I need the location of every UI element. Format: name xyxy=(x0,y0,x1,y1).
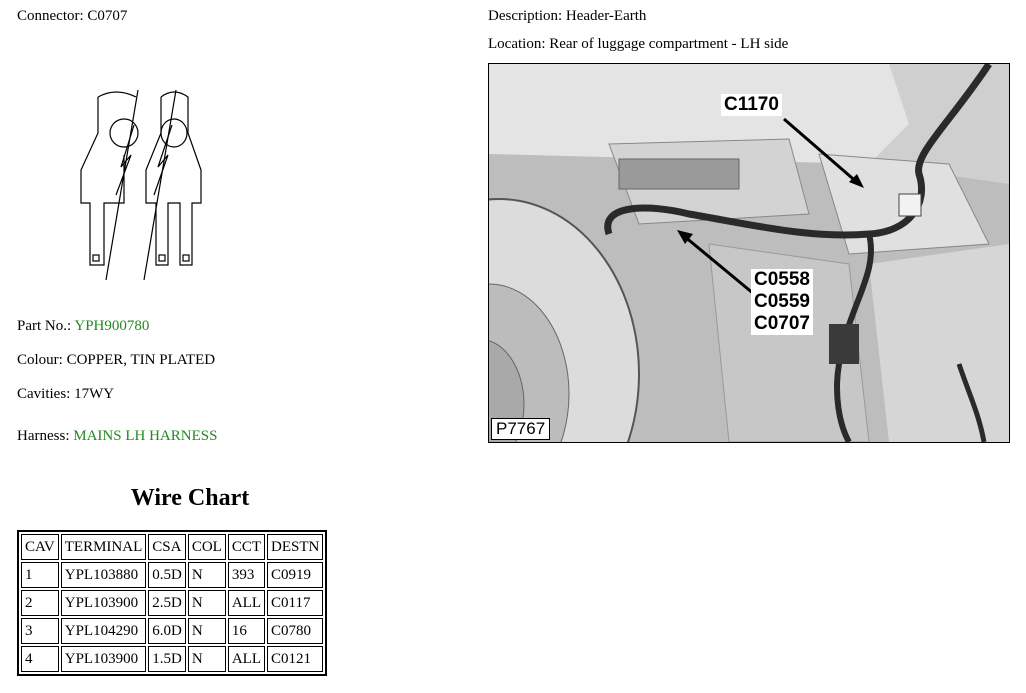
wire-chart-table: CAV TERMINAL CSA COL CCT DESTN 1 YPL1038… xyxy=(17,530,328,676)
callout-c0559: C0559 xyxy=(751,291,813,313)
column-header-cav: CAV xyxy=(21,534,59,560)
cell-csa: 6.0D xyxy=(148,618,186,644)
description-value: Header-Earth xyxy=(565,8,647,24)
colour-label: Colour: xyxy=(17,352,63,368)
cell-col: N xyxy=(187,618,226,644)
column-header-cct: CCT xyxy=(227,534,266,560)
cell-terminal: YPL104290 xyxy=(60,618,147,644)
cell-terminal: YPL103900 xyxy=(60,646,147,672)
cell-cct: ALL xyxy=(227,646,266,672)
cell-cav: 3 xyxy=(21,618,59,644)
cell-col: N xyxy=(187,562,226,588)
harness-label: Harness: xyxy=(17,428,70,444)
cell-csa: 1.5D xyxy=(148,646,186,672)
colour-value: COPPER, TIN PLATED xyxy=(66,352,216,368)
luggage-compartment-illustration xyxy=(489,64,1009,442)
cell-col: N xyxy=(187,590,226,616)
table-row: 2 YPL103900 2.5D N ALL C0117 xyxy=(21,590,324,616)
cavities-value: 17WY xyxy=(74,386,115,402)
table-row: 3 YPL104290 6.0D N 16 C0780 xyxy=(21,618,324,644)
column-header-csa: CSA xyxy=(148,534,186,560)
cell-destn: C0121 xyxy=(267,646,324,672)
callout-c0707: C0707 xyxy=(751,313,813,335)
part-number-link[interactable]: YPH900780 xyxy=(74,318,150,334)
cell-terminal: YPL103900 xyxy=(60,590,147,616)
cell-destn: C0919 xyxy=(267,562,324,588)
photo-reference: P7767 xyxy=(491,418,551,440)
description-label: Description: xyxy=(488,8,563,24)
description: Description: Header-Earth xyxy=(488,8,646,25)
table-header-row: CAV TERMINAL CSA COL CCT DESTN xyxy=(21,534,324,560)
cavities: Cavities: 17WY xyxy=(17,386,114,403)
cavities-label: Cavities: xyxy=(17,386,71,402)
column-header-col: COL xyxy=(187,534,226,560)
cell-cct: ALL xyxy=(227,590,266,616)
cell-terminal: YPL103880 xyxy=(60,562,147,588)
cell-cav: 2 xyxy=(21,590,59,616)
callout-c1170: C1170 xyxy=(721,94,782,116)
harness-link[interactable]: MAINS LH HARNESS xyxy=(73,428,218,444)
location-photo: C1170 C0558 C0559 C0707 P7767 xyxy=(488,63,1010,443)
connector-label: Connector: xyxy=(17,8,84,24)
connector-pin-diagram xyxy=(80,89,202,280)
part-number-label: Part No.: xyxy=(17,318,72,334)
cell-csa: 2.5D xyxy=(148,590,186,616)
callout-c0558: C0558 xyxy=(751,269,813,291)
column-header-destn: DESTN xyxy=(267,534,324,560)
cell-cct: 16 xyxy=(227,618,266,644)
cell-cav: 4 xyxy=(21,646,59,672)
column-header-terminal: TERMINAL xyxy=(60,534,147,560)
cell-col: N xyxy=(187,646,226,672)
cell-cct: 393 xyxy=(227,562,266,588)
part-number: Part No.: YPH900780 xyxy=(17,318,149,335)
table-row: 4 YPL103900 1.5D N ALL C0121 xyxy=(21,646,324,672)
location: Location: Rear of luggage compartment - … xyxy=(488,36,788,53)
cell-destn: C0117 xyxy=(267,590,324,616)
table-row: 1 YPL103880 0.5D N 393 C0919 xyxy=(21,562,324,588)
location-label: Location: xyxy=(488,36,546,52)
connector-id: Connector: C0707 xyxy=(17,8,127,25)
cell-csa: 0.5D xyxy=(148,562,186,588)
cell-cav: 1 xyxy=(21,562,59,588)
location-value: Rear of luggage compartment - LH side xyxy=(549,36,789,52)
connector-value: C0707 xyxy=(87,8,128,24)
wire-chart-title: Wire Chart xyxy=(130,485,250,511)
colour: Colour: COPPER, TIN PLATED xyxy=(17,352,215,369)
harness: Harness: MAINS LH HARNESS xyxy=(17,428,217,445)
cell-destn: C0780 xyxy=(267,618,324,644)
